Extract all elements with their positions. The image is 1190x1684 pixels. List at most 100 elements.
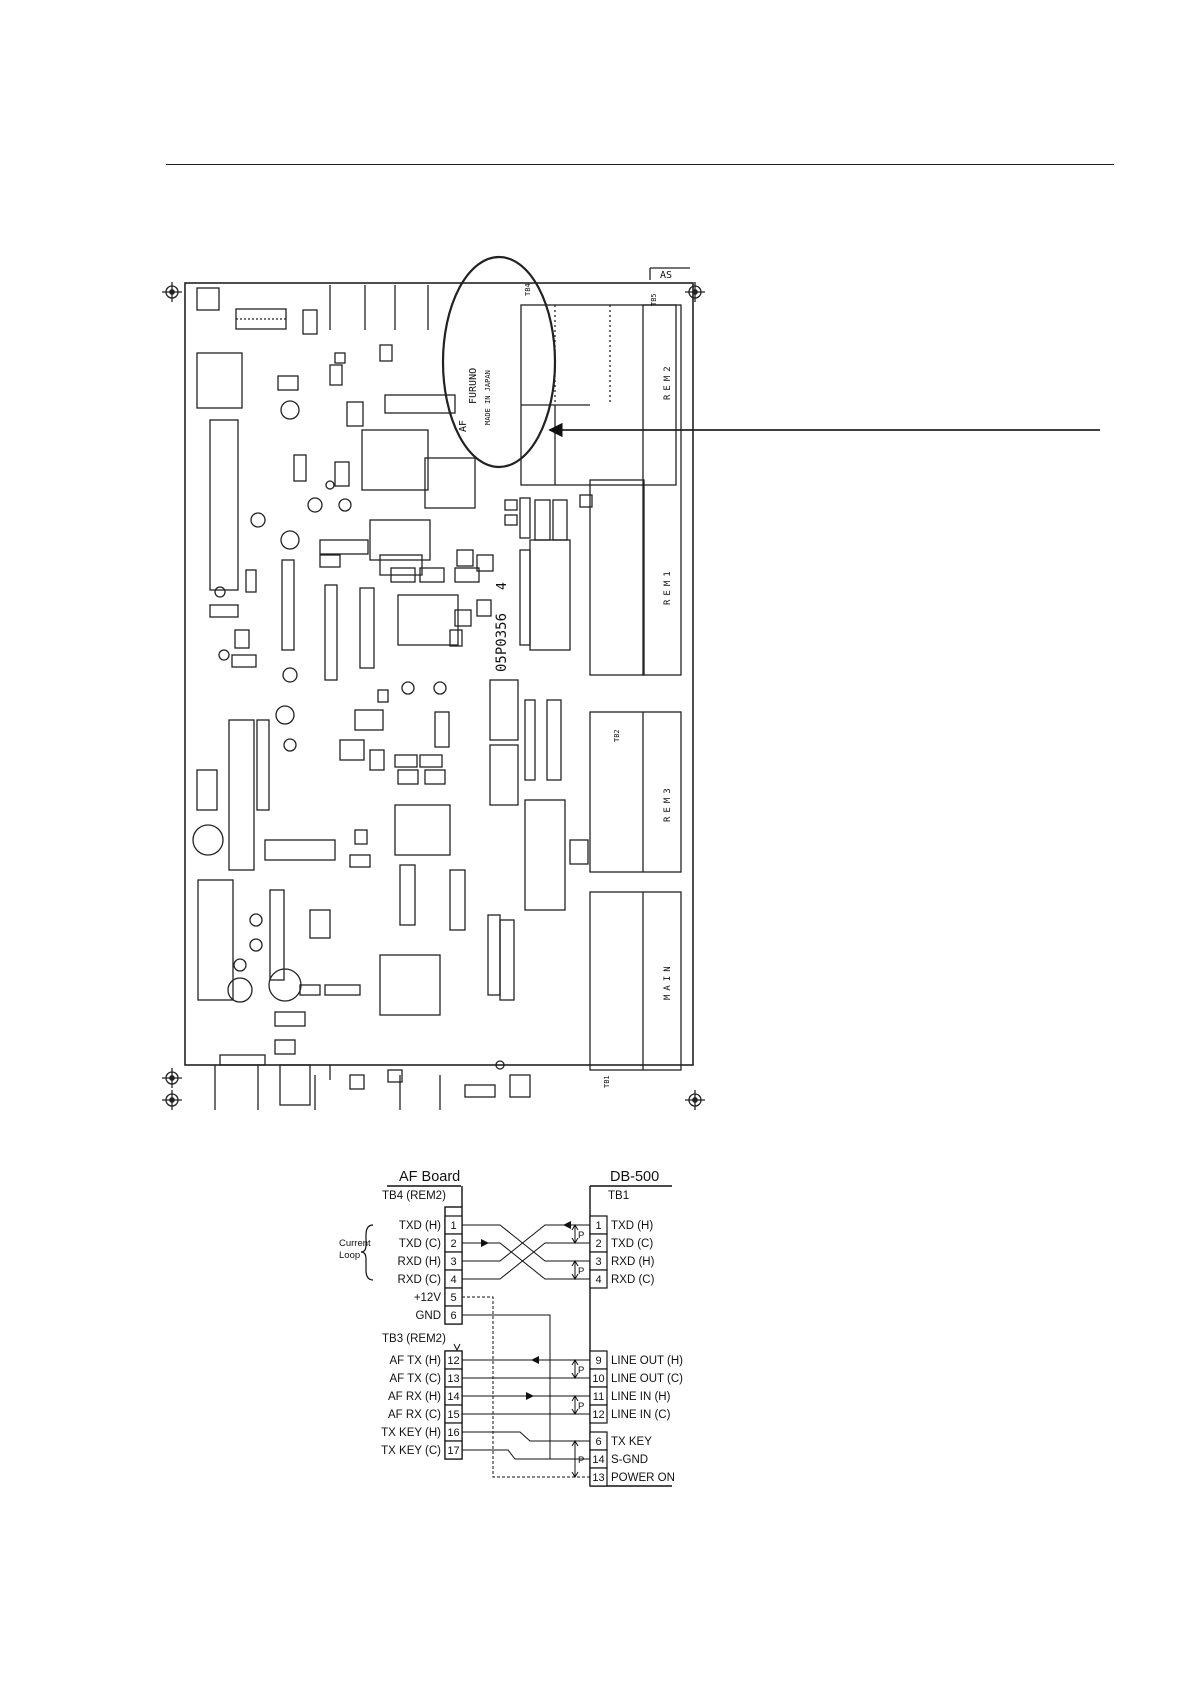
current-loop-label: Current bbox=[339, 1238, 371, 1249]
right-pin-label: TX KEY bbox=[611, 1436, 652, 1448]
left-pin-number: 4 bbox=[450, 1274, 456, 1286]
left-pin-number: 14 bbox=[447, 1391, 459, 1403]
right-pin-box bbox=[589, 1467, 608, 1487]
right-pin-label: S-GND bbox=[611, 1454, 648, 1466]
left-pin-label: AF RX (C) bbox=[388, 1409, 441, 1421]
right-pin-number: 1 bbox=[595, 1220, 601, 1232]
left-pin-label: RXD (C) bbox=[398, 1274, 442, 1286]
tb-label-tb5: TB5 bbox=[650, 293, 658, 306]
right-pin-row: 2 TXD (C) bbox=[589, 1233, 653, 1253]
board-maker: FURUNO bbox=[468, 368, 479, 404]
right-pin-number: 4 bbox=[595, 1274, 601, 1286]
left-pin-row: 17 TX KEY (C) bbox=[381, 1440, 463, 1460]
mounting-hole-icon bbox=[685, 1090, 705, 1110]
mounting-hole-icon bbox=[162, 1090, 182, 1110]
pcb-layout bbox=[162, 255, 1100, 1110]
right-pin-row: 6 TX KEY bbox=[589, 1431, 652, 1451]
left-pin-label: TXD (C) bbox=[399, 1238, 441, 1250]
right-pin-label: LINE OUT (H) bbox=[611, 1355, 683, 1367]
right-pin-number: 6 bbox=[595, 1436, 601, 1448]
tb-label-tb2: TB2 bbox=[613, 729, 621, 742]
twisted-pair-marker: P bbox=[571, 1359, 584, 1379]
right-pin-number: 10 bbox=[592, 1373, 604, 1385]
left-pin-number: 2 bbox=[450, 1238, 456, 1250]
right-pin-row: 9 LINE OUT (H) bbox=[589, 1350, 683, 1370]
tb-label-tb1: TB1 bbox=[603, 1075, 611, 1088]
board-badge: AF bbox=[458, 420, 469, 432]
rem-label-rem2: REM2 bbox=[663, 362, 673, 400]
left-pin-label: AF RX (H) bbox=[388, 1391, 441, 1403]
twisted-pair-label: P bbox=[578, 1266, 584, 1277]
right-pin-label: POWER ON bbox=[611, 1472, 675, 1484]
left-title: AF Board bbox=[399, 1169, 460, 1185]
left-pin-number: 15 bbox=[447, 1409, 459, 1421]
wire bbox=[462, 1296, 590, 1478]
right-pin-label: RXD (H) bbox=[611, 1256, 655, 1268]
right-pin-number: 12 bbox=[592, 1409, 604, 1421]
left-pin-label: AF TX (C) bbox=[389, 1373, 441, 1385]
right-pin-label: LINE IN (H) bbox=[611, 1391, 671, 1403]
right-pin-label: RXD (C) bbox=[611, 1274, 655, 1286]
wire bbox=[462, 1242, 590, 1280]
tb-label-tb4: TB4 bbox=[524, 283, 532, 296]
rem-label-main: MAIN bbox=[663, 962, 673, 1000]
right-pin-label: LINE OUT (C) bbox=[611, 1373, 683, 1385]
left-pin-row: 2 TXD (C) bbox=[399, 1233, 463, 1253]
board-model: 05P0356 bbox=[494, 613, 510, 672]
mounting-hole-icon bbox=[162, 282, 182, 302]
twisted-pair-marker: P bbox=[571, 1260, 584, 1280]
corner-mark: AS bbox=[660, 270, 672, 281]
right-pin-number: 11 bbox=[593, 1391, 604, 1403]
left-pin-row: 14 AF RX (H) bbox=[388, 1386, 463, 1406]
right-pin-label: TXD (C) bbox=[611, 1238, 653, 1250]
left-pin-number: 1 bbox=[450, 1220, 456, 1232]
right-pin-row: 10 LINE OUT (C) bbox=[589, 1368, 683, 1388]
left-pin-label: TX KEY (C) bbox=[381, 1445, 441, 1457]
mounting-hole-icon bbox=[162, 1068, 182, 1088]
right-pin-number: 13 bbox=[592, 1472, 604, 1484]
left-pin-label: RXD (H) bbox=[398, 1256, 442, 1268]
right-pin-number: 9 bbox=[595, 1355, 601, 1367]
twisted-pair-marker: P bbox=[571, 1395, 584, 1415]
left-pin-number: 16 bbox=[447, 1427, 459, 1439]
right-pin-number: 14 bbox=[592, 1454, 604, 1466]
wire bbox=[462, 1449, 590, 1460]
left-pin-label: +12V bbox=[414, 1292, 442, 1304]
board-made-in: MADE IN JAPAN bbox=[484, 370, 492, 425]
board-rev: 4 bbox=[495, 582, 510, 590]
right-pin-row: 1 TXD (H) bbox=[589, 1215, 653, 1235]
right-pin-label: TXD (H) bbox=[611, 1220, 653, 1232]
rem-label-rem1: REM1 bbox=[663, 567, 673, 605]
left-pin-box bbox=[444, 1440, 463, 1460]
right-title: DB-500 bbox=[610, 1169, 659, 1185]
twisted-pair-marker: P bbox=[571, 1224, 584, 1244]
twisted-pair-marker: P bbox=[571, 1440, 584, 1478]
right-pin-label: LINE IN (C) bbox=[611, 1409, 671, 1421]
left-block1-label: TB4 (REM2) bbox=[382, 1190, 446, 1202]
right-pin-box bbox=[589, 1404, 608, 1424]
right-pin-box bbox=[589, 1269, 608, 1289]
right-pin-number: 2 bbox=[595, 1238, 601, 1250]
left-pin-row: 5+12V bbox=[414, 1287, 463, 1307]
right-pin-row: 11 LINE IN (H) bbox=[589, 1386, 671, 1406]
left-pin-label: AF TX (H) bbox=[389, 1355, 441, 1367]
terminal-block-tb5 bbox=[642, 304, 682, 676]
wire bbox=[462, 1431, 590, 1442]
rem-label-rem3: REM3 bbox=[663, 784, 673, 822]
right-pin-row: 13 POWER ON bbox=[589, 1467, 675, 1487]
terminal-block-tb2 bbox=[589, 711, 682, 873]
twisted-pair-label: P bbox=[578, 1365, 584, 1376]
left-pin-box bbox=[444, 1305, 463, 1325]
left-pin-number: 17 bbox=[447, 1445, 459, 1457]
af-highlight-ellipse bbox=[441, 255, 557, 469]
left-pin-row: 4 RXD (C) bbox=[398, 1269, 463, 1289]
mounting-hole-icon bbox=[685, 282, 705, 302]
right-pin-row: 4 RXD (C) bbox=[589, 1269, 655, 1289]
left-pin-label: GND bbox=[415, 1310, 441, 1322]
